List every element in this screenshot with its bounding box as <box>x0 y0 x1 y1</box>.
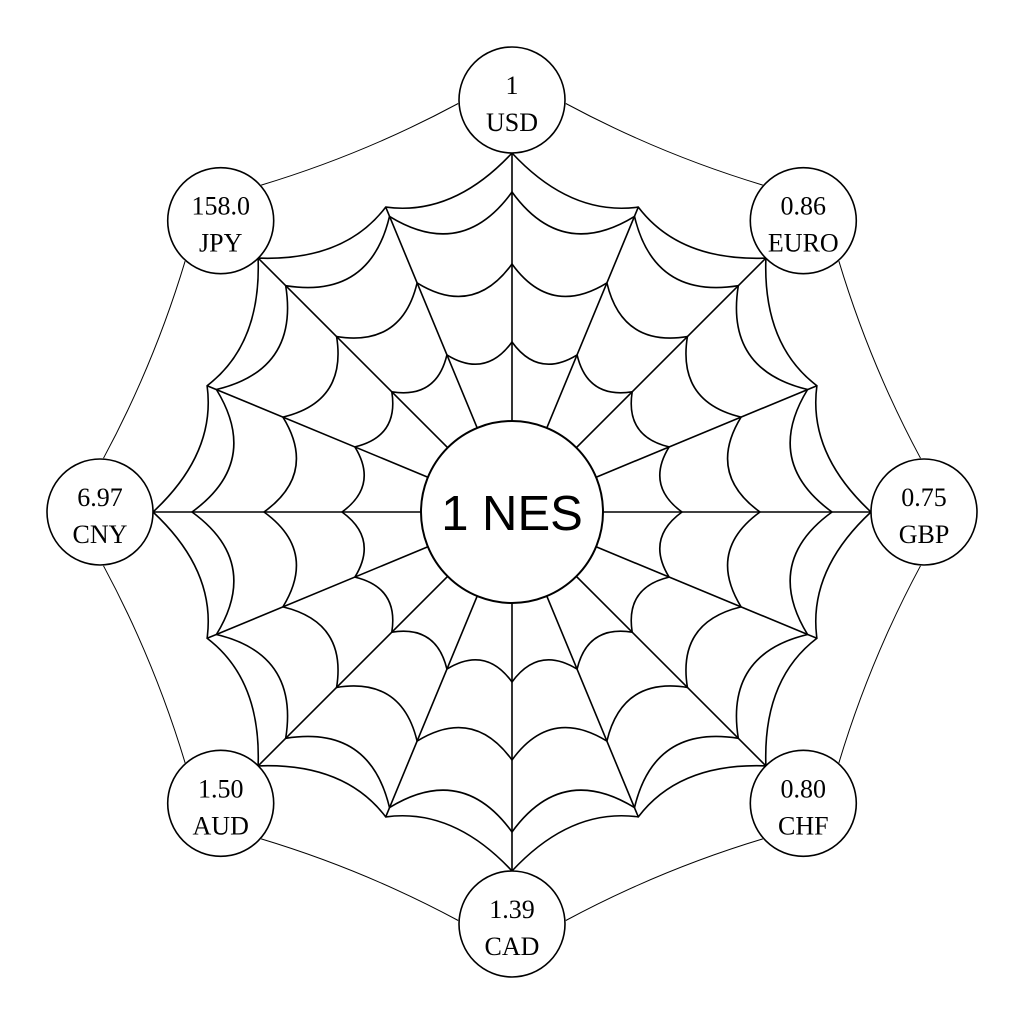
rate-value: 158.0 <box>191 192 250 221</box>
rate-value: 1.39 <box>489 895 535 924</box>
node-link-arc <box>838 261 921 459</box>
currency-node-circle <box>458 46 566 154</box>
center-node: 1 NES <box>420 420 604 604</box>
node-link-arc <box>565 838 763 921</box>
node-link-arc <box>565 103 763 186</box>
web-spoke <box>206 546 429 640</box>
currency-code: EURO <box>768 229 839 258</box>
currency-code: JPY <box>199 229 243 258</box>
rate-value: 0.86 <box>781 192 827 221</box>
node-link-arc <box>261 838 459 921</box>
web-spoke <box>384 206 478 429</box>
rate-value: 0.75 <box>901 483 947 512</box>
main-spoke <box>575 257 767 449</box>
currency-code: CHF <box>778 811 829 840</box>
main-spoke <box>575 575 767 767</box>
currency-code: CNY <box>73 520 128 549</box>
center-circle <box>420 420 604 604</box>
spider-web <box>103 103 921 921</box>
node-link-arc <box>261 103 459 186</box>
currency-code: CAD <box>485 932 540 961</box>
currency-code: AUD <box>193 811 249 840</box>
node-link-arc <box>103 261 186 459</box>
rate-value: 1.50 <box>198 774 244 803</box>
main-spoke <box>257 257 449 449</box>
web-spoke <box>546 595 640 818</box>
currency-code: GBP <box>899 520 950 549</box>
node-link-arc <box>103 565 186 763</box>
currency-node-circle <box>870 458 978 566</box>
rate-value: 0.80 <box>781 774 827 803</box>
web-spoke <box>546 206 640 429</box>
currency-code: USD <box>486 108 538 137</box>
currency-node-circle <box>749 166 858 275</box>
rate-value: 1 <box>506 71 519 100</box>
web-spoke <box>206 384 429 478</box>
currency-node-circle <box>458 870 566 978</box>
web-spoke <box>595 546 818 640</box>
main-spoke <box>257 575 449 767</box>
web-spoke <box>384 595 478 818</box>
node-link-arc <box>838 565 921 763</box>
web-spoke <box>595 384 818 478</box>
center-label: 1 NES <box>441 487 583 541</box>
currency-node-circle <box>46 458 154 566</box>
rate-value: 6.97 <box>77 483 123 512</box>
currency-node-circle <box>166 749 275 858</box>
currency-node-circle <box>749 749 858 858</box>
currency-node-circle <box>166 166 275 275</box>
